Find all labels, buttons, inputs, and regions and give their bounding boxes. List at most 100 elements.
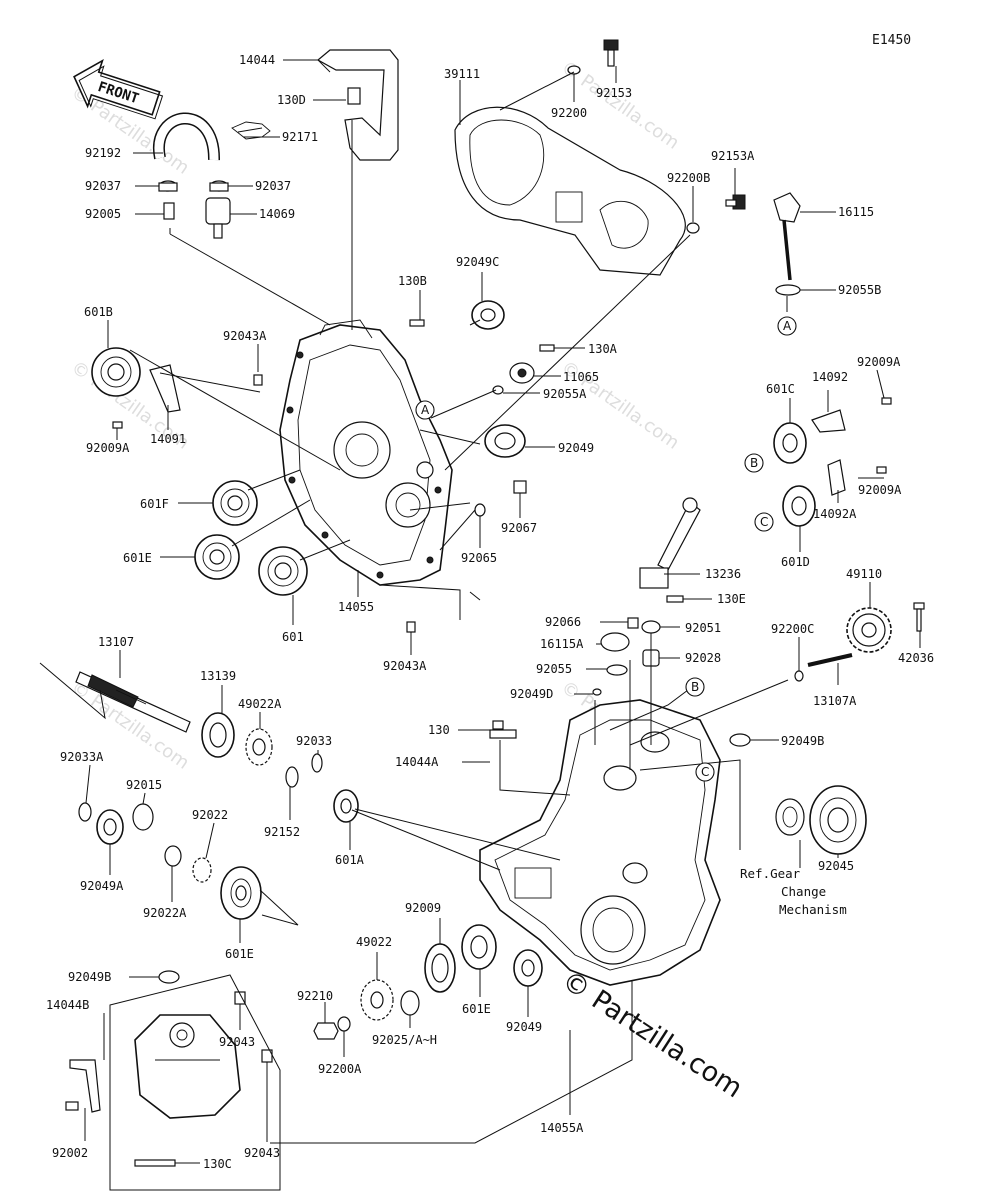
- bolt-92009A: [876, 466, 887, 474]
- washer-92200A: [337, 1016, 351, 1032]
- label-92055B: 92055B: [838, 283, 881, 297]
- bolt-130C: [134, 1159, 176, 1167]
- label-92009A-right-1: 92009A: [857, 355, 901, 369]
- bearing-92045: [809, 785, 867, 855]
- clip-92033: [311, 753, 323, 773]
- bolt-92153: [603, 39, 619, 67]
- label-92009: 92009: [405, 901, 441, 915]
- label-130A: 130A: [588, 342, 618, 356]
- label-92037-right: 92037: [255, 179, 291, 193]
- label-92152: 92152: [264, 825, 300, 839]
- label-92153: 92153: [596, 86, 632, 100]
- bearing-601: [258, 546, 308, 596]
- label-92200C: 92200C: [771, 622, 814, 636]
- bearing-601E-bot: [461, 924, 497, 970]
- label-92033: 92033: [296, 734, 332, 748]
- label-92043A-bottom: 92043A: [383, 659, 427, 673]
- label-92066: 92066: [545, 615, 581, 629]
- label-92022A: 92022A: [143, 906, 187, 920]
- label-14092A: 14092A: [813, 507, 857, 521]
- seal-92049-bot: [513, 949, 543, 987]
- washer-92200B: [686, 222, 700, 234]
- label-92200: 92200: [551, 106, 587, 120]
- label-49022A: 49022A: [238, 697, 282, 711]
- label-14044: 14044: [239, 53, 275, 67]
- o-ring-92055: [606, 664, 628, 676]
- shaft-13107A: [807, 653, 853, 667]
- gear-49022: [360, 979, 394, 1021]
- label-130: 130: [428, 723, 450, 737]
- label-11065: 11065: [563, 370, 599, 384]
- label-92200A: 92200A: [318, 1062, 362, 1076]
- label-130D: 130D: [277, 93, 306, 107]
- watermark-main: © Partzilla.com: [556, 965, 748, 1104]
- seal-92049A: [96, 809, 124, 845]
- label-42036: 42036: [898, 651, 934, 665]
- label-601F: 601F: [140, 497, 169, 511]
- sensor-11065: [509, 362, 535, 384]
- pin-42036: [913, 602, 925, 632]
- label-92171: 92171: [282, 130, 318, 144]
- bearing-601D: [782, 485, 816, 527]
- label-39111: 39111: [444, 67, 480, 81]
- ref-note-line-3: Mechanism: [779, 902, 847, 917]
- label-92002: 92002: [52, 1146, 88, 1160]
- label-92049-bottom: 92049: [506, 1020, 542, 1034]
- label-13236: 13236: [705, 567, 741, 581]
- label-130B: 130B: [398, 274, 427, 288]
- part-labels: 14044 130D 92171 92192 92037 92037 92005…: [46, 53, 934, 1171]
- label-14044B: 14044B: [46, 998, 89, 1012]
- nut-92210: [313, 1022, 339, 1040]
- seal-92049D: [592, 688, 602, 696]
- label-14044A: 14044A: [395, 755, 439, 769]
- label-92065: 92065: [461, 551, 497, 565]
- bracket-14044A: [489, 729, 517, 739]
- bolt-130: [492, 720, 504, 730]
- label-92005: 92005: [85, 207, 121, 221]
- diagram-code: E1450: [872, 33, 911, 48]
- label-601D: 601D: [781, 555, 810, 569]
- callout-tags: A A B B C C: [415, 316, 797, 782]
- label-92153A: 92153A: [711, 149, 755, 163]
- bracket-14091: [149, 364, 181, 413]
- label-92192: 92192: [85, 146, 121, 160]
- bolt-130A: [539, 344, 555, 352]
- label-92067: 92067: [501, 521, 537, 535]
- gear-13139: [201, 712, 235, 758]
- ring-92022A: [164, 845, 182, 867]
- label-92049C: 92049C: [456, 255, 499, 269]
- label-14055A: 14055A: [540, 1121, 584, 1135]
- plate-14092A: [827, 459, 846, 496]
- clip-92033A: [78, 802, 92, 822]
- gear-49110: [846, 607, 892, 653]
- breather-hose-assembly: [152, 112, 271, 239]
- ref-note-line-2: Change: [781, 884, 826, 899]
- callout-b: B: [691, 680, 699, 694]
- dowel-92043A: [406, 621, 416, 633]
- label-92049A: 92049A: [80, 879, 124, 893]
- crankcase-14055: [279, 319, 453, 586]
- label-92043-2: 92043: [244, 1146, 280, 1160]
- label-13139: 13139: [200, 669, 236, 683]
- shift-lever-13236: [639, 497, 701, 589]
- bolt-130B: [409, 319, 425, 327]
- cap-16115A: [600, 632, 630, 652]
- bolt-92009A: [881, 397, 892, 405]
- ref-note-line-1: Ref.Gear: [740, 866, 801, 881]
- bearing-601E-top: [194, 534, 240, 580]
- callout-a: A: [421, 403, 430, 417]
- label-92055A: 92055A: [543, 387, 587, 401]
- cover-assembly: [134, 1014, 241, 1119]
- label-92210: 92210: [297, 989, 333, 1003]
- label-49022: 49022: [356, 935, 392, 949]
- label-92015: 92015: [126, 778, 162, 792]
- label-601C: 601C: [766, 382, 795, 396]
- bolt-92153A: [725, 194, 746, 210]
- label-92009A-right-2: 92009A: [858, 483, 902, 497]
- label-92200B: 92200B: [667, 171, 710, 185]
- label-92049D: 92049D: [510, 687, 553, 701]
- label-601: 601: [282, 630, 304, 644]
- bearing-601F: [212, 480, 258, 526]
- ring-92152: [285, 766, 299, 788]
- label-92045: 92045: [818, 859, 854, 873]
